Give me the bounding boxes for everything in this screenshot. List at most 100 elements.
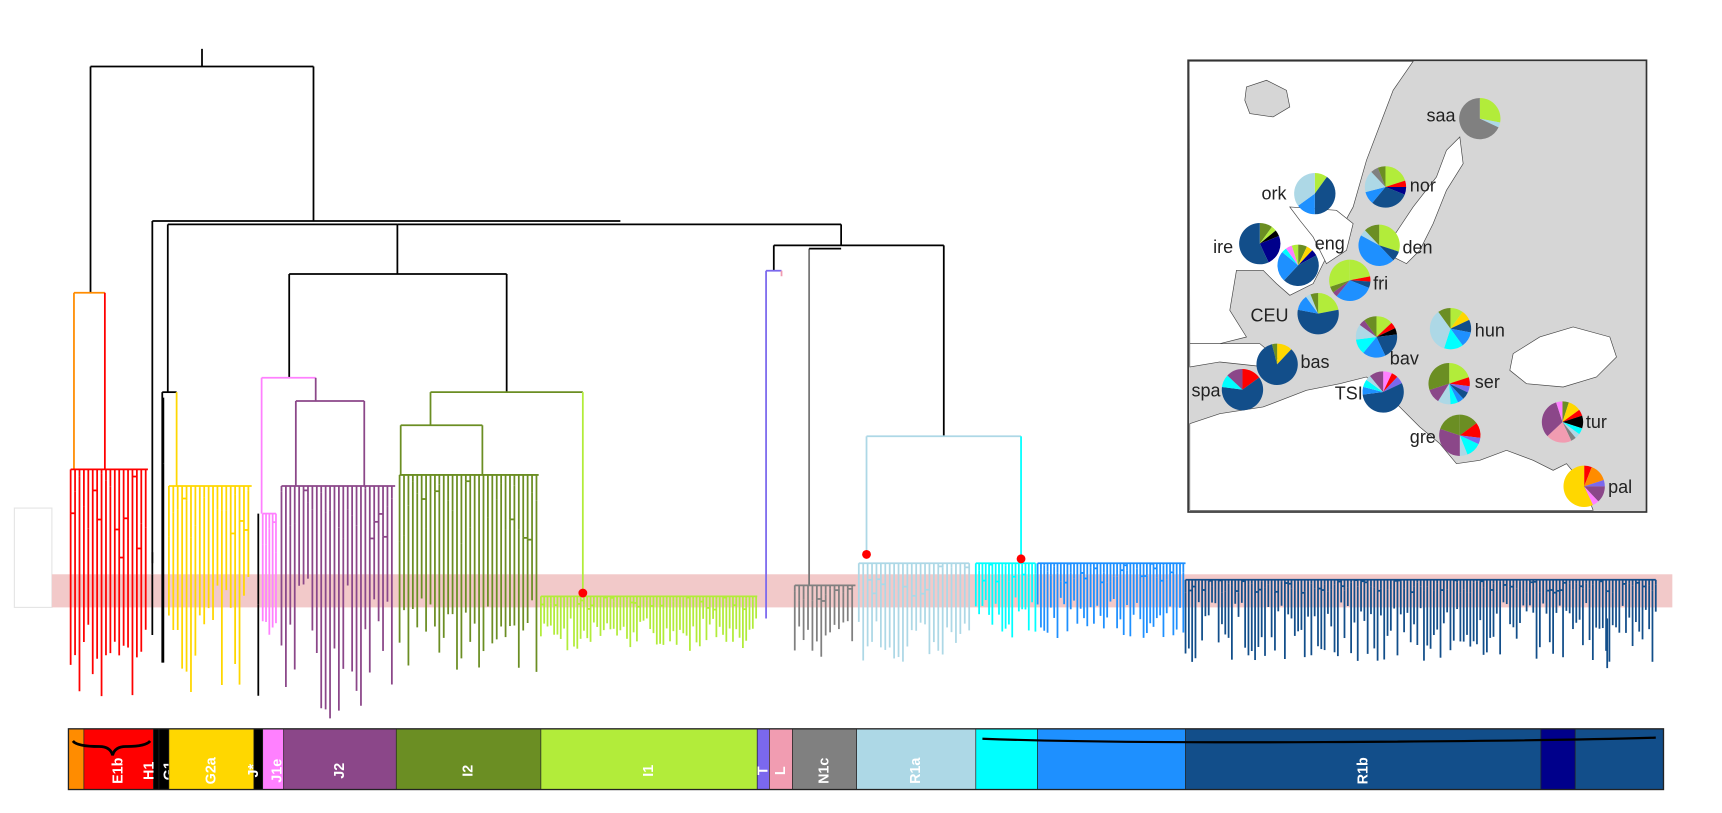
population-label: bas	[1300, 352, 1329, 372]
r1b-brace	[982, 736, 1656, 744]
pie-slice	[1297, 296, 1319, 314]
population-label: nor	[1410, 175, 1436, 195]
pie-slice	[1349, 259, 1371, 281]
haplogroup-segment	[540, 728, 758, 790]
pie-slice	[1556, 401, 1563, 422]
haplogroup-segment	[1185, 728, 1542, 790]
pie-slice	[1358, 235, 1394, 266]
pie-slice	[1563, 465, 1593, 507]
pie-slice	[1547, 421, 1572, 443]
population-label: TSI	[1335, 384, 1363, 404]
node-markers	[578, 550, 1026, 598]
bar-frame	[67, 728, 1665, 791]
haplogroup-label: I1	[641, 765, 657, 777]
pie-slice	[1450, 328, 1471, 346]
haplogroup-label: J2	[332, 763, 348, 779]
pie-slice	[1438, 307, 1451, 329]
pie-slice	[1259, 222, 1272, 244]
population-label: den	[1402, 238, 1432, 258]
pie-slice	[1242, 368, 1260, 390]
pie-slice	[1383, 373, 1398, 392]
pie-slice	[1449, 383, 1458, 405]
pie-slice	[1449, 383, 1468, 399]
population-pie-tsi: TSI	[1335, 371, 1404, 413]
pie-slice	[1584, 486, 1605, 502]
population-pie-ire: ire	[1213, 222, 1281, 265]
haplogroup-segment	[83, 728, 154, 790]
pie-slice	[1366, 376, 1384, 392]
pie-slice	[1584, 467, 1604, 487]
pie-slice	[1562, 415, 1584, 429]
population-label: ork	[1261, 184, 1287, 204]
haplogroup-segment	[153, 728, 160, 790]
pie-slice	[1314, 172, 1327, 194]
pie-slice	[1584, 486, 1599, 506]
haplogroup-label: J*	[246, 764, 262, 778]
haplogroup-label: E1b	[111, 757, 127, 784]
pie-slice	[1349, 280, 1371, 288]
pie-slice	[1333, 280, 1350, 297]
haplogroup-label: L	[773, 766, 789, 775]
pie-slice	[1221, 377, 1264, 411]
haplogroup-label: R1a	[908, 757, 924, 784]
pie-slice	[1440, 414, 1460, 436]
population-pie-bas: bas	[1256, 343, 1329, 385]
pie-slice	[1459, 435, 1481, 445]
pie-slice	[1439, 428, 1460, 456]
pie-slice	[1355, 324, 1377, 340]
haplogroup-label: N1c	[817, 758, 833, 784]
population-pie-bav: bav	[1355, 316, 1419, 369]
pie-slice	[1285, 245, 1299, 266]
pie-slice	[1361, 230, 1380, 246]
pie-slice	[1364, 171, 1386, 193]
haplogroup-segment	[792, 728, 857, 790]
phylogenetic-tree	[69, 48, 1657, 719]
pie-slice	[1305, 294, 1319, 314]
pie-slice	[1364, 316, 1377, 337]
pie-slice	[1449, 377, 1470, 387]
pie-slice	[1562, 402, 1580, 422]
haplogroup-segment	[1037, 728, 1186, 790]
population-pie-pal: pal	[1563, 465, 1632, 507]
pie-slice	[1363, 379, 1384, 392]
pie-slice	[1383, 371, 1392, 392]
pie-slice	[1298, 193, 1315, 215]
pie-slice	[1385, 186, 1407, 195]
node-marker-dot	[862, 550, 871, 559]
pie-slice	[1369, 371, 1384, 392]
population-pie-fri: fri	[1329, 259, 1388, 301]
pie-slice	[1584, 465, 1592, 487]
pie-slice	[1359, 320, 1377, 337]
pie-slice	[1259, 230, 1280, 244]
pie-slice	[1330, 280, 1350, 293]
haplogroup-label: G2a	[203, 756, 219, 784]
population-label: bav	[1390, 349, 1419, 369]
pie-slice	[1227, 368, 1243, 390]
pie-slice	[1450, 311, 1470, 329]
haplogroup-segment	[283, 728, 397, 790]
haplogroup-segment	[395, 728, 542, 790]
pie-slice	[1459, 435, 1468, 456]
pie-slice	[1379, 245, 1399, 261]
pie-slice	[1385, 180, 1407, 187]
population-label: tur	[1586, 412, 1607, 432]
node-marker-dot	[578, 588, 588, 598]
node-marker-dot	[1016, 554, 1026, 564]
population-pie-hun: hun	[1429, 307, 1505, 350]
pie-slice	[1376, 316, 1392, 337]
baltic-sea	[1392, 136, 1464, 265]
pie-slice	[1277, 343, 1292, 365]
population-pie-tur: tur	[1541, 401, 1607, 443]
population-label: ser	[1475, 372, 1500, 392]
pie-slice	[1336, 280, 1370, 301]
pie-slice	[1259, 226, 1276, 244]
pie-slice	[1429, 311, 1451, 349]
pie-slice	[1385, 166, 1406, 187]
legend-placeholder-box	[13, 507, 53, 608]
pie-slice	[1349, 276, 1371, 282]
pie-slice	[1364, 224, 1380, 246]
iceland	[1244, 79, 1291, 118]
population-pie-eng: eng	[1277, 234, 1345, 286]
